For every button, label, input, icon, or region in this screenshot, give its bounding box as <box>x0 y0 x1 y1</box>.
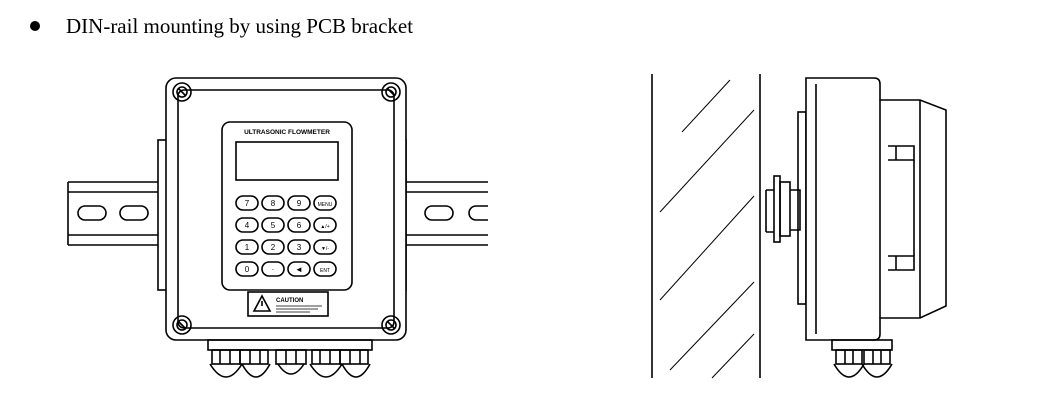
key-label: ▼/- <box>321 246 329 252</box>
side-view <box>651 74 947 379</box>
key-outline <box>261 195 285 211</box>
key-outline <box>287 239 311 255</box>
key-outline <box>235 217 259 233</box>
keypad-key: · <box>261 261 285 277</box>
key-outline <box>261 239 285 255</box>
cable-glands-front <box>207 339 373 378</box>
front-view: ULTRASONIC FLOWMETER 7 8 9 MENU 4 5 6 ▲/+ 1 2 3 ▼/-… <box>67 77 488 378</box>
keypad-key: MENU <box>313 195 337 211</box>
keypad-key: ▼/- <box>313 239 337 255</box>
brand-label: ULTRASONIC FLOWMETER <box>244 129 330 136</box>
keypad-key: ▲/+ <box>313 217 337 233</box>
key-label: 5 <box>271 221 276 230</box>
key-label: 7 <box>245 199 250 208</box>
wall <box>651 74 761 379</box>
key-label: ENT <box>320 268 330 274</box>
key-outline <box>235 261 259 277</box>
key-outline <box>287 195 311 211</box>
key-outline <box>287 217 311 233</box>
key-label: 9 <box>297 199 302 208</box>
key-label: 1 <box>245 243 250 252</box>
keypad-key: 3 <box>287 239 311 255</box>
keypad-key: 6 <box>287 217 311 233</box>
key-outline <box>313 239 337 255</box>
keypad-key: 8 <box>261 195 285 211</box>
key-outline <box>313 195 337 211</box>
keypad-key: 9 <box>287 195 311 211</box>
din-rail-side <box>765 111 807 305</box>
keypad-key: 2 <box>261 239 285 255</box>
caption-text: DIN-rail mounting by using PCB bracket <box>66 13 414 38</box>
keypad-key: 1 <box>235 239 259 255</box>
screw-icon <box>172 82 192 102</box>
key-outline <box>313 217 337 233</box>
key-label: 4 <box>245 221 250 230</box>
caution-label: CAUTION <box>247 291 329 317</box>
screw-icon <box>381 82 401 102</box>
keypad-key: ◄ <box>287 261 311 277</box>
screw-icon <box>381 315 401 335</box>
key-outline <box>261 261 285 277</box>
keypad: 7 8 9 MENU 4 5 6 ▲/+ 1 2 3 ▼/- 0 · ◄ ENT <box>235 195 337 277</box>
key-label: 6 <box>297 221 302 230</box>
key-label: 8 <box>271 199 276 208</box>
bullet-item: DIN-rail mounting by using PCB bracket <box>30 6 413 46</box>
key-label: 3 <box>297 243 302 252</box>
enclosure-front: ULTRASONIC FLOWMETER 7 8 9 MENU 4 5 6 ▲/+ 1 2 3 ▼/-… <box>165 77 407 341</box>
screw-icon <box>172 315 192 335</box>
key-outline <box>235 195 259 211</box>
key-outline <box>287 261 311 277</box>
cable-glands-side <box>831 339 893 378</box>
warning-icon <box>252 294 272 312</box>
enclosure-side <box>805 77 947 341</box>
key-label: · <box>272 265 275 274</box>
bullet-dot <box>30 21 40 31</box>
key-outline <box>261 217 285 233</box>
key-label: MENU <box>318 202 333 208</box>
key-outline <box>235 239 259 255</box>
keypad-key: ENT <box>313 261 337 277</box>
key-label: ◄ <box>295 265 303 274</box>
keypad-key: 0 <box>235 261 259 277</box>
keypad-key: 4 <box>235 217 259 233</box>
keypad-key: 5 <box>261 217 285 233</box>
key-label: 2 <box>271 243 276 252</box>
key-outline <box>313 261 337 277</box>
keypad-key: 7 <box>235 195 259 211</box>
key-label: 0 <box>245 265 250 274</box>
lcd-screen <box>235 141 339 181</box>
caution-title: CAUTION <box>276 298 303 304</box>
key-label: ▲/+ <box>320 224 329 230</box>
